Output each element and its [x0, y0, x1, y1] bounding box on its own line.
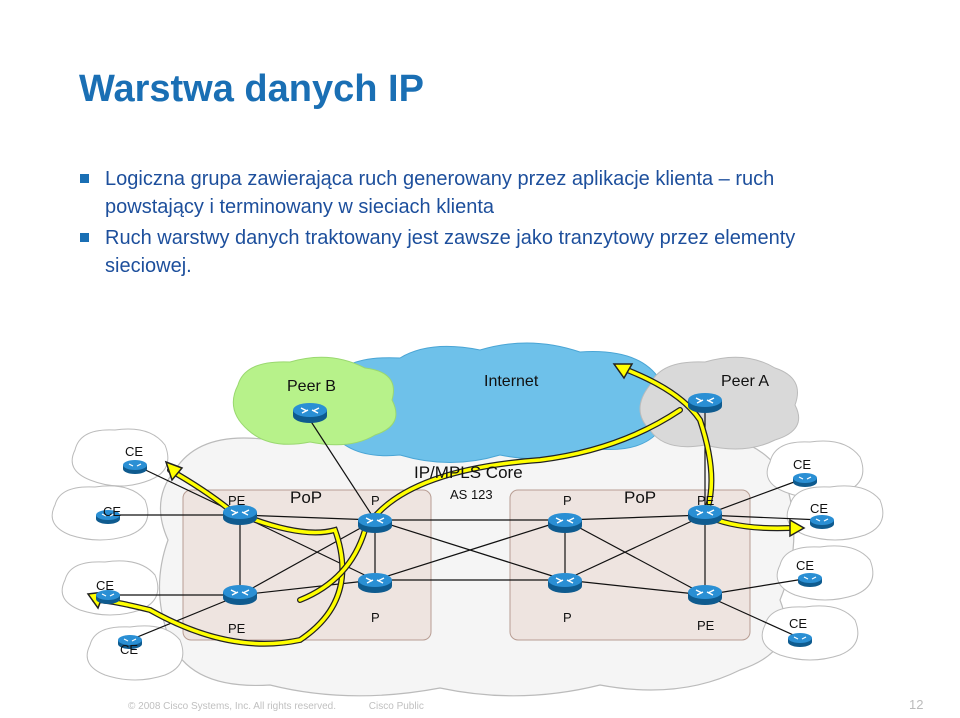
router-icon: [357, 512, 393, 534]
pe-label: PE: [228, 493, 246, 508]
pop-left-label: PoP: [290, 488, 322, 507]
arrow-head-icon: [164, 460, 184, 482]
router-icon: [797, 572, 823, 588]
router-icon: [357, 572, 393, 594]
ce-label: CE: [96, 578, 114, 593]
square-bullet-icon: [80, 233, 89, 242]
peer-b-cloud: [232, 356, 397, 446]
router-icon: [222, 504, 258, 526]
ce-cloud: [71, 428, 169, 487]
pe-label: PE: [697, 493, 715, 508]
router-icon: [292, 402, 328, 424]
pe-label: PE: [697, 618, 715, 633]
pe-label: PE: [228, 621, 246, 636]
bullet-item: Logiczna grupa zawierająca ruch generowa…: [80, 165, 860, 221]
copyright-text: © 2008 Cisco Systems, Inc. All rights re…: [128, 701, 337, 712]
router-icon: [122, 459, 148, 475]
traffic-path: [298, 408, 682, 602]
core-as-label: AS 123: [450, 487, 493, 502]
p-label: P: [371, 610, 380, 625]
ce-cloud: [776, 545, 874, 601]
router-icon: [809, 514, 835, 530]
ce-label: CE: [789, 616, 807, 631]
router-icon: [687, 584, 723, 606]
ce-label: CE: [120, 642, 138, 657]
router-icon: [547, 512, 583, 534]
peer-b-label: Peer B: [287, 378, 336, 395]
ce-label: CE: [793, 457, 811, 472]
pop-right-label: PoP: [624, 488, 656, 507]
peer-a-label: Peer A: [721, 373, 769, 390]
traffic-path: [620, 366, 792, 530]
core-title-label: IP/MPLS Core: [414, 463, 523, 482]
arrow-head-icon: [789, 518, 806, 538]
ce-cloud: [761, 605, 859, 661]
pop-box-left: [182, 489, 432, 641]
p-label: P: [563, 610, 572, 625]
bullet-item: Ruch warstwy danych traktowany jest zaws…: [80, 224, 860, 280]
page-number: 12: [909, 697, 924, 712]
ce-label: CE: [125, 444, 143, 459]
p-label: P: [563, 493, 572, 508]
bullet-list: Logiczna grupa zawierająca ruch generowa…: [80, 165, 860, 283]
ce-cloud: [786, 485, 884, 541]
ce-label: CE: [810, 501, 828, 516]
p-label: P: [371, 493, 380, 508]
footer: © 2008 Cisco Systems, Inc. All rights re…: [128, 701, 454, 712]
classification-text: Cisco Public: [368, 701, 424, 712]
slide-title: Warstwa danych IP: [79, 68, 424, 110]
router-icon: [792, 472, 818, 488]
ce-label: CE: [103, 504, 121, 519]
router-icon: [547, 572, 583, 594]
ce-label: CE: [796, 558, 814, 573]
router-icon: [687, 392, 723, 414]
square-bullet-icon: [80, 174, 89, 183]
arrow-head-icon: [612, 363, 634, 380]
ce-cloud: [61, 560, 159, 616]
ce-cloud: [86, 625, 184, 681]
bullet-text: Ruch warstwy danych traktowany jest zaws…: [105, 227, 796, 277]
router-icon: [222, 584, 258, 606]
router-icon: [787, 632, 813, 648]
bullet-text: Logiczna grupa zawierająca ruch generowa…: [105, 168, 775, 218]
router-icon: [687, 504, 723, 526]
internet-label: Internet: [484, 373, 539, 390]
